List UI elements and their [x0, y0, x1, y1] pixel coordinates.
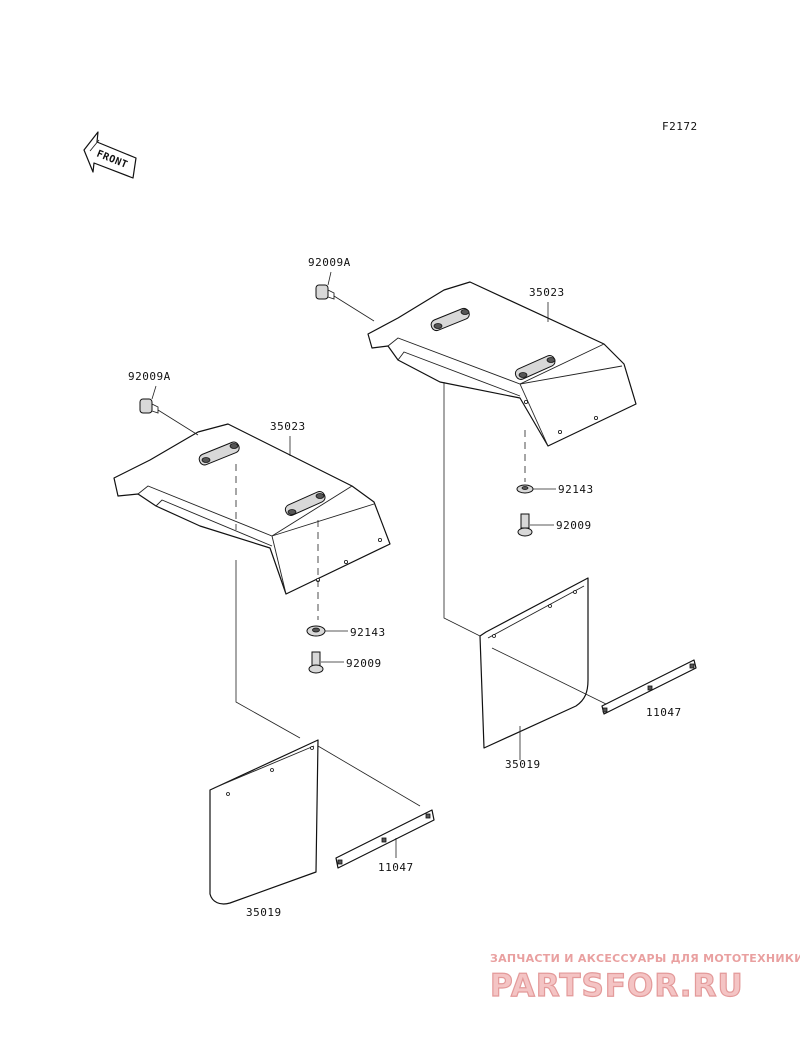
- washer-right-icon: [516, 484, 534, 494]
- label-strip-left: 11047: [378, 861, 414, 874]
- label-guard-right: 35023: [529, 286, 565, 299]
- mud-flap-right: [479, 577, 589, 749]
- label-screw-right: 92009: [556, 519, 592, 532]
- label-screw-left: 92009: [346, 657, 382, 670]
- label-flap-right: 35019: [505, 758, 541, 771]
- watermark-tagline: ЗАПЧАСТИ И АКСЕССУАРЫ ДЛЯ МОТОТЕХНИКИ: [490, 952, 800, 965]
- strip-right: [601, 659, 697, 715]
- label-washer-right: 92143: [558, 483, 594, 496]
- bolt-right-icon: [315, 284, 335, 300]
- label-strip-right: 11047: [646, 706, 682, 719]
- label-bolt-left: 92009A: [128, 370, 171, 383]
- rear-guard-left: [113, 423, 391, 595]
- label-washer-left: 92143: [350, 626, 386, 639]
- label-flap-left: 35019: [246, 906, 282, 919]
- mud-flap-left: [209, 739, 319, 905]
- rear-guard-right: [367, 281, 637, 447]
- label-bolt-right: 92009A: [308, 256, 351, 269]
- bolt-left-icon: [139, 398, 159, 414]
- front-arrow-icon: FRONT: [83, 131, 137, 179]
- watermark: ЗАПЧАСТИ И АКСЕССУАРЫ ДЛЯ МОТОТЕХНИКИ PA…: [489, 952, 800, 1005]
- label-guard-left: 35023: [270, 420, 306, 433]
- figure-code: F2172: [662, 120, 698, 133]
- washer-left-icon: [306, 625, 326, 637]
- watermark-brand: PARTSFOR.RU: [490, 968, 744, 1004]
- screw-right-icon: [517, 513, 533, 537]
- screw-left-icon: [308, 651, 324, 674]
- strip-left: [335, 809, 435, 869]
